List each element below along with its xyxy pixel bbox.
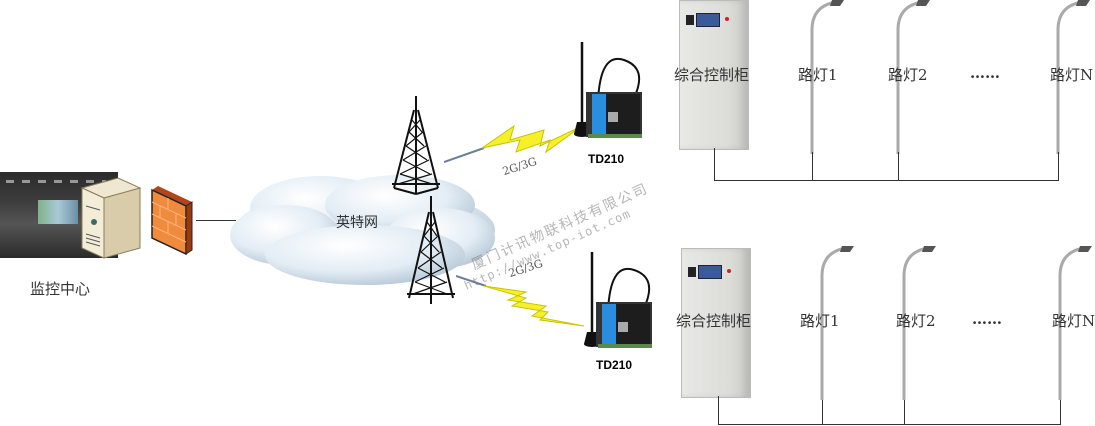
bus-line	[1060, 400, 1061, 424]
street-lamp-icon	[810, 0, 844, 154]
street-lamp-icon	[820, 246, 854, 400]
street-lamp-icon	[902, 246, 936, 400]
device-label: TD210	[596, 358, 633, 372]
bus-line	[714, 180, 1059, 181]
bus-line	[822, 400, 823, 424]
cell-tower-icon	[407, 196, 455, 304]
bus-line	[718, 396, 719, 424]
firewall-icon	[151, 186, 193, 256]
bus-line	[718, 424, 1061, 425]
lamp-label: 路灯N	[1052, 312, 1095, 330]
connector-line	[196, 220, 236, 221]
lamp-label: 路灯1	[798, 66, 838, 84]
server-icon	[80, 177, 142, 259]
lamp-label: 路灯2	[888, 66, 928, 84]
lamp-label: 路灯2	[896, 312, 936, 330]
street-lamp-icon	[896, 0, 930, 154]
cell-tower-icon	[392, 96, 440, 195]
bus-line	[1058, 152, 1059, 180]
cabinet-label: 综合控制柜	[674, 66, 750, 84]
bus-line	[812, 152, 813, 180]
device-label: TD210	[588, 152, 625, 166]
td210-router-icon	[584, 252, 652, 348]
lamp-label: 路灯N	[1050, 66, 1094, 84]
bus-line	[714, 148, 715, 180]
control-cabinet-icon	[681, 248, 751, 398]
lamp-label: 路灯1	[800, 312, 840, 330]
street-lamp-icon	[1058, 246, 1092, 400]
td210-router-icon	[574, 42, 642, 138]
cabinet-label: 综合控制柜	[676, 312, 752, 330]
internet-label: 英特网	[336, 215, 378, 231]
bus-line	[898, 152, 899, 180]
bus-line	[904, 400, 905, 424]
monitoring-center-label: 监控中心	[30, 280, 91, 298]
ellipsis: ……	[972, 310, 1002, 328]
wireless-signal-icon	[456, 275, 585, 327]
control-cabinet-icon	[679, 0, 749, 150]
ellipsis: ……	[970, 64, 1000, 82]
street-lamp-icon	[1056, 0, 1090, 154]
